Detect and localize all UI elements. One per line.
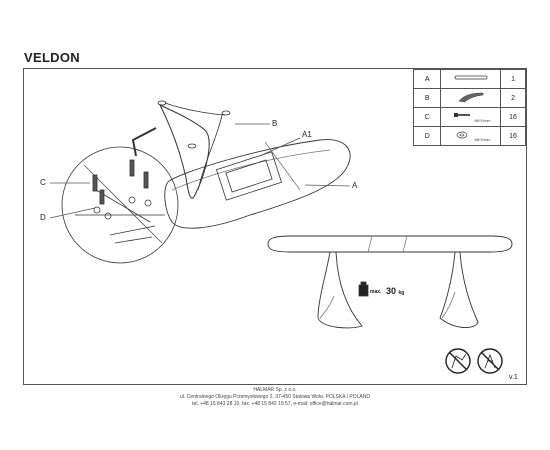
- max-load: 30 kg: [386, 286, 404, 296]
- bolt-icon: [454, 113, 471, 117]
- assembled-table-icon: [267, 235, 513, 329]
- part-letter: B: [412, 88, 442, 108]
- part-icon-cell: M8*16mm: [440, 107, 502, 127]
- parts-table: A 1 B 2 C M8*16mm 16 D M8*20mm 16: [412, 69, 526, 146]
- product-title: VELDON: [24, 50, 80, 65]
- part-icon-cell: M8*20mm: [440, 126, 502, 146]
- part-qty: 1: [500, 69, 526, 89]
- part-spec: M8*20mm: [474, 138, 491, 142]
- part-letter: C: [412, 107, 442, 127]
- detail-bolts-icon: [92, 159, 152, 220]
- parts-row: C M8*16mm 16: [412, 107, 526, 127]
- max-load-value: 30: [386, 286, 397, 296]
- part-spec: M8*16mm: [474, 119, 491, 123]
- part-letter: D: [412, 126, 442, 146]
- leg-bracket-upright-icon: [157, 100, 231, 199]
- callout-a: A: [352, 181, 358, 190]
- instruction-frame: [23, 68, 527, 385]
- washer-icon: [457, 131, 468, 139]
- table-top-underside-icon: [164, 139, 351, 229]
- part-icon-cell: [440, 88, 502, 108]
- callout-a1: A1: [302, 130, 312, 139]
- version-label: v.1: [509, 374, 518, 381]
- max-load-unit: kg: [398, 290, 405, 296]
- weight-icon: [358, 284, 369, 297]
- top-bracket-icon: [454, 75, 488, 80]
- part-icon-cell: [440, 69, 502, 89]
- part-letter: A: [412, 69, 442, 89]
- detail-magnifier-icon: [61, 146, 179, 264]
- company-name: HALMAR Sp. z o.o.: [253, 387, 297, 393]
- no-stand-icon: [477, 348, 503, 374]
- no-climb-icon: [445, 348, 471, 374]
- callout-b: B: [272, 119, 278, 128]
- company-address: ul. Centralnego Okręgu Przemysłowego 2, …: [179, 394, 370, 400]
- parts-row: A 1: [412, 69, 526, 89]
- callout-c: C: [40, 178, 46, 187]
- part-qty: 16: [500, 107, 526, 127]
- part-qty: 2: [500, 88, 526, 108]
- max-label: max.: [370, 289, 382, 295]
- callout-d: D: [40, 213, 46, 222]
- parts-row: D M8*20mm 16: [412, 126, 526, 146]
- leg-bracket-icon: [458, 92, 484, 103]
- part-qty: 16: [500, 126, 526, 146]
- company-contact: tel. +48 15 843 28 10, fax: +48 15 842 1…: [192, 401, 358, 407]
- hex-key-icon: [131, 127, 157, 157]
- parts-row: B 2: [412, 88, 526, 108]
